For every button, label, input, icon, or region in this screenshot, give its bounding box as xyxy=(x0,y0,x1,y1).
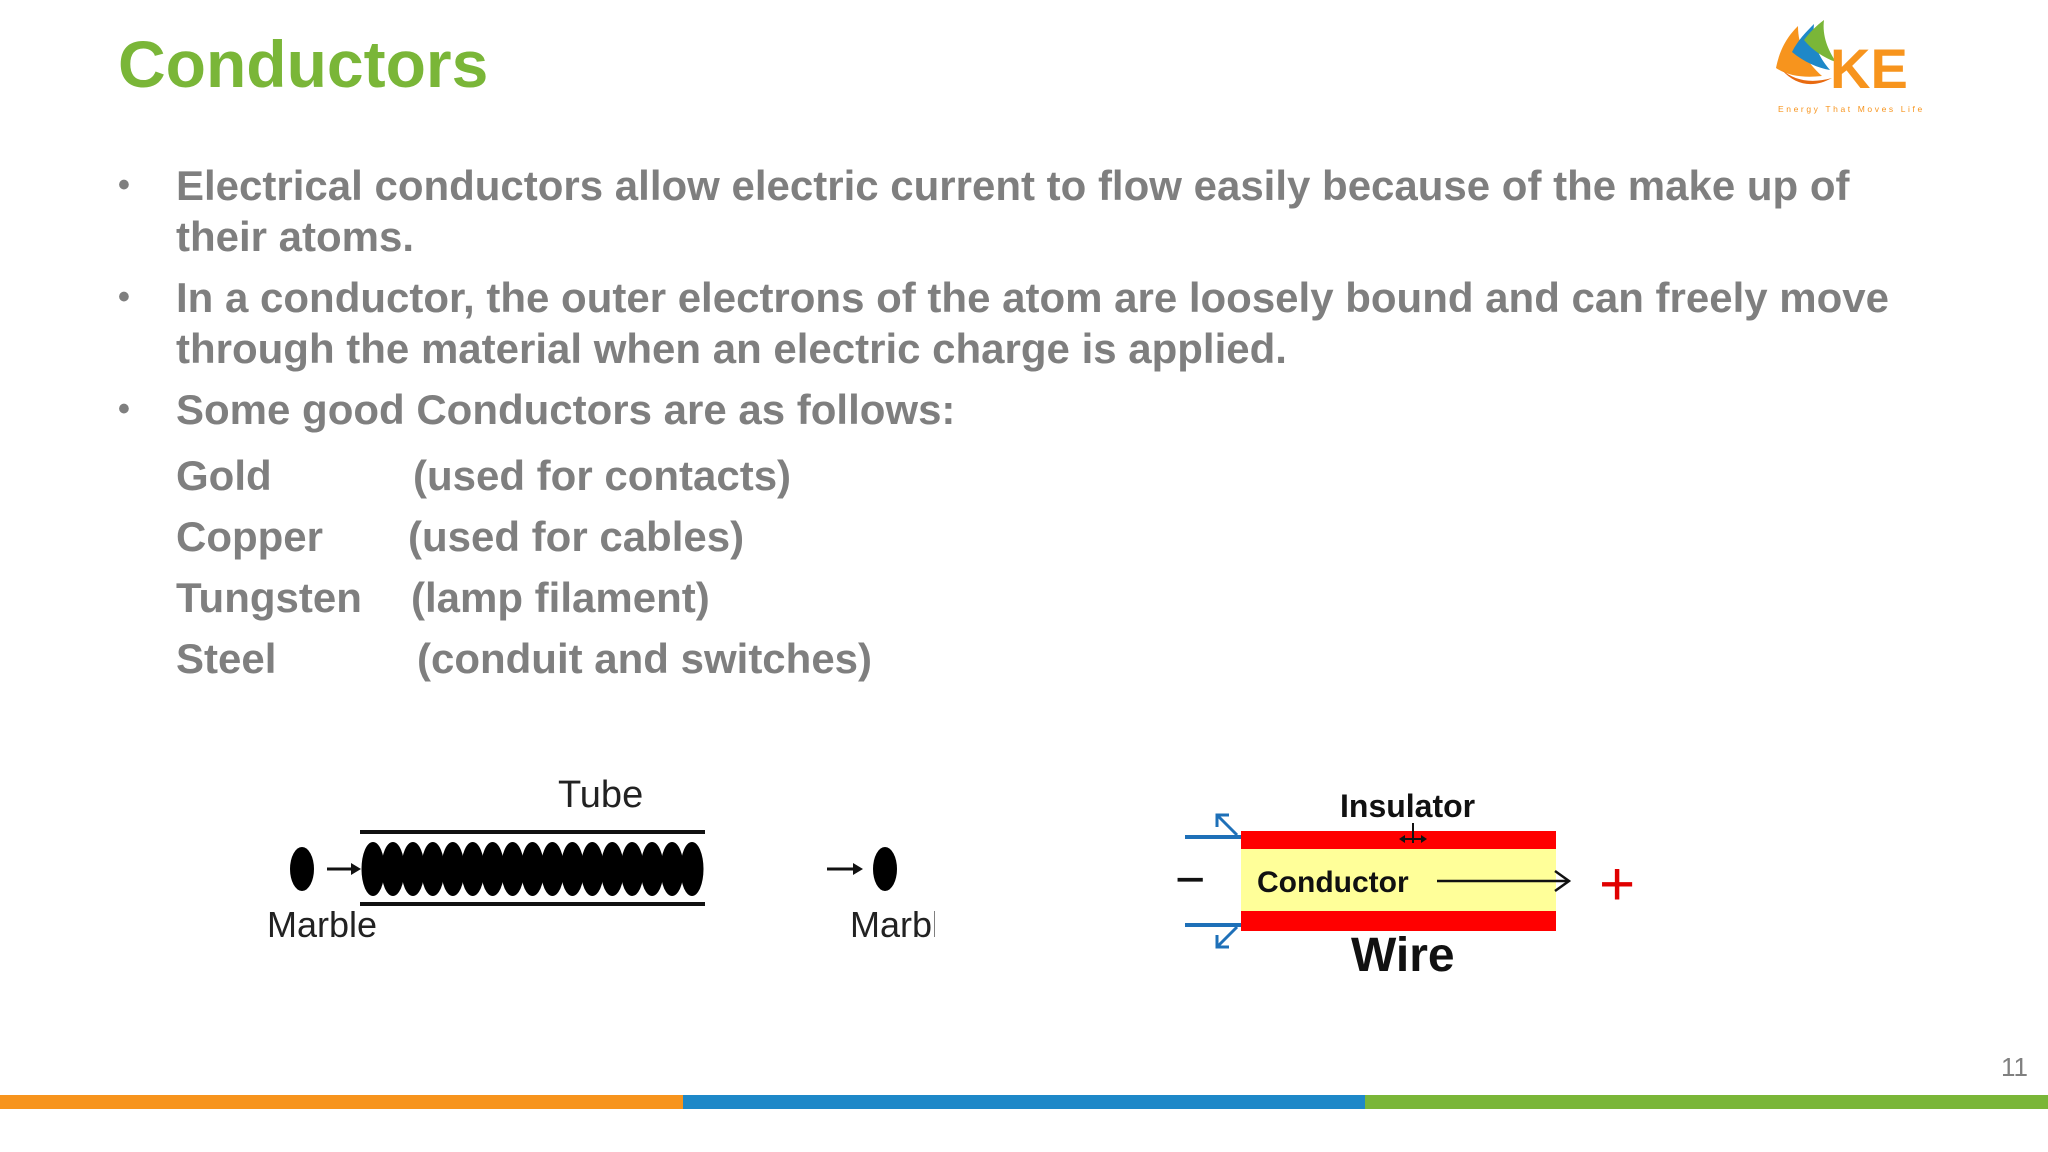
tube-marbles xyxy=(361,842,704,896)
conductor-label: Conductor xyxy=(1257,866,1409,899)
conductor-name: Copper xyxy=(176,513,323,560)
slide-title: Conductors xyxy=(118,27,489,101)
conductor-use: (lamp filament) xyxy=(411,574,710,621)
tube-label: Tube xyxy=(558,774,643,816)
conductor-row-steel: Steel (conduit and switches) xyxy=(176,628,1948,689)
tube-marble-diagram: Tube Marble Marble xyxy=(255,760,935,975)
footer-segment-blue xyxy=(682,1095,1366,1109)
tube-marble xyxy=(381,842,405,896)
conductor-name: Gold xyxy=(176,452,272,499)
conductor-name: Tungsten xyxy=(176,574,362,621)
tube-marble xyxy=(501,842,525,896)
marble-label-left: Marble xyxy=(267,904,377,945)
footer-segment-green xyxy=(1365,1095,2048,1109)
ke-logo: KE Energy That Moves Life xyxy=(1770,18,1960,118)
bullet-text: Electrical conductors allow electric cur… xyxy=(176,162,1850,260)
conductor-list: Gold (used for contacts) Copper (used fo… xyxy=(118,445,1948,689)
minus-sign: − xyxy=(1175,851,1205,909)
current-arrow-icon xyxy=(1437,869,1572,893)
conductor-name: Steel xyxy=(176,635,277,682)
footer-segment-orange xyxy=(0,1095,683,1109)
insulator-label: Insulator xyxy=(1340,788,1475,824)
conductor-row-copper: Copper (used for cables) xyxy=(176,506,1948,567)
tube-marble xyxy=(481,842,505,896)
tube-marble xyxy=(580,842,604,896)
tube-bottom-wall xyxy=(360,902,705,906)
wire-label: Wire xyxy=(1351,929,1455,975)
page-number: 11 xyxy=(2001,1052,2028,1082)
tube-marble xyxy=(600,842,624,896)
bullet-text: Some good Conductors are as follows: xyxy=(176,386,956,433)
left-marble xyxy=(290,847,314,891)
bullet-text: In a conductor, the outer electrons of t… xyxy=(176,274,1890,372)
bullet-item: • In a conductor, the outer electrons of… xyxy=(118,272,1948,374)
tube-marble xyxy=(521,842,544,896)
conductor-use: (used for contacts) xyxy=(413,452,792,499)
bullet-item: • Some good Conductors are as follows: xyxy=(118,384,1948,435)
bullet-marker: • xyxy=(118,390,130,428)
bullet-marker: • xyxy=(118,278,130,316)
tube-marble xyxy=(421,842,445,896)
conductor-use: (conduit and switches) xyxy=(417,635,873,682)
wire-diagram-graphic: Insulator Conductor xyxy=(1175,788,1635,975)
marble-label-right: Marble xyxy=(850,904,935,945)
bullet-marker: • xyxy=(118,166,130,204)
conductor-row-gold: Gold (used for contacts) xyxy=(176,445,1948,506)
wire-diagram: Insulator Conductor xyxy=(1165,775,1655,975)
insulator-pointer-icon xyxy=(1399,823,1427,843)
right-marble xyxy=(873,847,897,891)
tube-marble xyxy=(680,842,704,896)
tube-marble xyxy=(461,842,485,896)
tube-marble xyxy=(401,842,425,896)
arrow-right-icon xyxy=(827,863,863,875)
tube-marble xyxy=(540,842,564,896)
tube-marble xyxy=(640,842,664,896)
conductor-row-tungsten: Tungsten (lamp filament) xyxy=(176,567,1948,628)
logo-tagline: Energy That Moves Life xyxy=(1778,104,1925,114)
tube-diagram-graphic: Tube Marble Marble xyxy=(267,774,935,945)
tube-top-wall xyxy=(360,830,705,834)
logo-text: KE xyxy=(1830,37,1908,100)
arrow-right-icon xyxy=(327,863,361,875)
plus-sign: + xyxy=(1599,850,1635,919)
tube-marble xyxy=(560,842,584,896)
tube-marble xyxy=(441,842,465,896)
arrow-down-left-icon xyxy=(1185,923,1241,949)
conductor-use: (used for cables) xyxy=(408,513,745,560)
tube-marble xyxy=(660,842,684,896)
tube-marble xyxy=(361,842,385,896)
tube-marble xyxy=(620,842,644,896)
bullet-item: • Electrical conductors allow electric c… xyxy=(118,160,1948,262)
bullet-list: • Electrical conductors allow electric c… xyxy=(118,160,1948,689)
ke-logo-graphic: KE Energy That Moves Life xyxy=(1776,20,1925,114)
wing-icon xyxy=(1776,20,1836,85)
arrow-up-left-icon xyxy=(1185,813,1241,839)
footer-color-bar xyxy=(0,1095,2048,1109)
